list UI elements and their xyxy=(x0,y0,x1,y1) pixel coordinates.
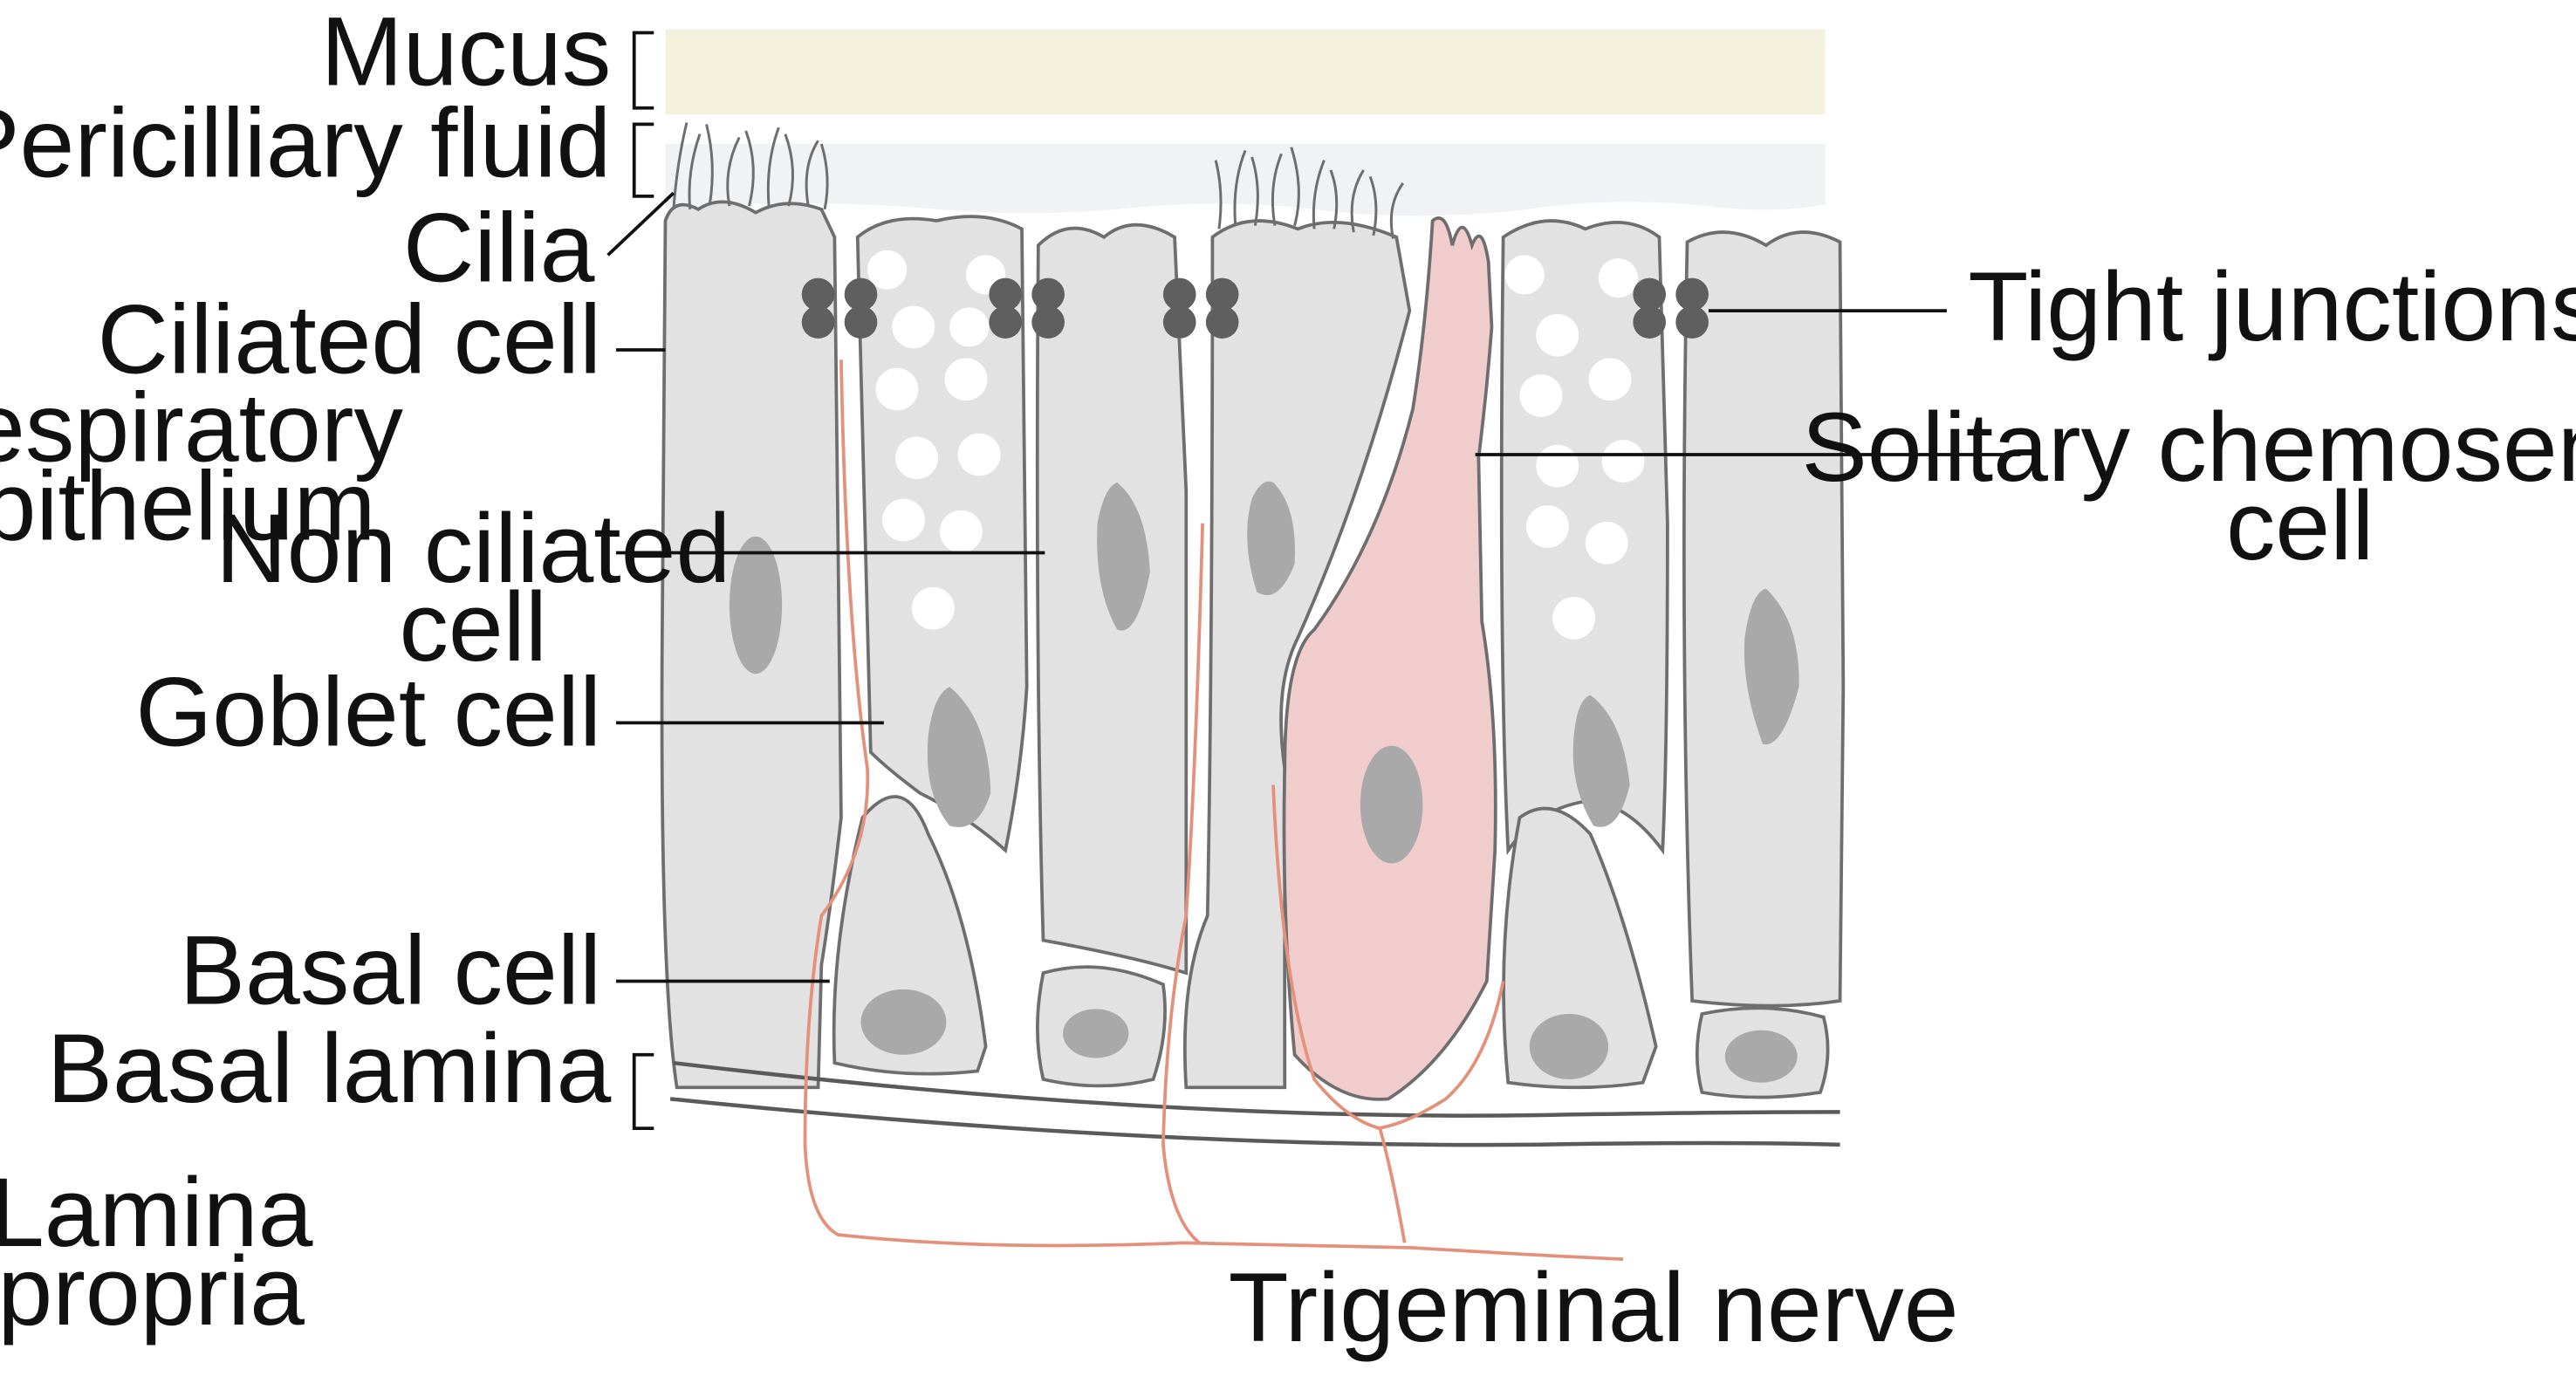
mucus-bracket xyxy=(632,31,654,110)
lamina-propria-label-line1: Lamina xyxy=(0,1157,313,1267)
mucus-label: Mucus xyxy=(321,0,612,106)
cilia xyxy=(672,122,1405,239)
ciliated-cell xyxy=(1182,219,1412,1090)
non-ciliated-cell-label-line2: cell xyxy=(399,572,546,681)
tight-junctions-label: Tight junctions xyxy=(1968,251,2576,361)
nucleus xyxy=(1572,695,1630,827)
tight-junction xyxy=(1633,277,1709,339)
nucleus xyxy=(1724,1030,1798,1083)
cilia-label: Cilia xyxy=(403,193,595,303)
tight-junctions xyxy=(801,277,1709,339)
ciliated-cell-label: Ciliated cell xyxy=(98,284,602,394)
basal-lamina xyxy=(669,1060,1840,1147)
respiratory-epithelium-label-line1: Respiratory xyxy=(0,373,404,483)
trigeminal-nerve-label: Trigeminal nerve xyxy=(1229,1252,1959,1362)
basal-cell xyxy=(1502,806,1658,1090)
leader-lines xyxy=(606,31,2021,1131)
mucus-granules xyxy=(867,250,1645,640)
tight-junction xyxy=(801,277,878,339)
solitary-chemosensory-cell-label-line2: cell xyxy=(2226,470,2374,580)
solitary-chemosensory-cell xyxy=(1282,216,1497,1101)
periciliary-fluid-bracket xyxy=(632,122,654,198)
nucleus xyxy=(1360,745,1423,864)
mucus-layer xyxy=(665,29,1826,115)
cilia-leader xyxy=(606,191,675,257)
nucleus xyxy=(1063,1009,1129,1058)
basal-lamina-bracket xyxy=(632,1052,654,1131)
nucleus xyxy=(1247,481,1295,596)
nucleus xyxy=(1744,588,1799,745)
nucleus xyxy=(860,989,947,1055)
nucleus xyxy=(1097,482,1150,631)
solitary-chemosensory-cell-label-line1: Solitary chemosensory xyxy=(1801,392,2576,502)
tight-junction xyxy=(989,277,1065,339)
basal-cell-label: Basal cell xyxy=(180,915,601,1025)
nucleus xyxy=(1529,1013,1609,1079)
periciliary-fluid-label: Pericilliary fluid xyxy=(0,88,611,198)
tight-junction xyxy=(1162,277,1239,339)
nucleus xyxy=(729,536,783,674)
lamina-propria-label-line2: propria xyxy=(0,1236,305,1345)
nucleus xyxy=(927,687,991,827)
trigeminal-nerve-fibers xyxy=(803,359,1624,1261)
respiratory-epithelium-label-line2: epithelium xyxy=(0,451,376,561)
periciliary-fluid-layer xyxy=(665,143,1826,216)
non-ciliated-cell-label-line1: Non ciliated xyxy=(216,493,730,603)
nuclei xyxy=(729,481,1799,1083)
basal-lamina-label: Basal lamina xyxy=(47,1013,612,1123)
epithelium-cells xyxy=(660,200,1846,1099)
goblet-cell-label: Goblet cell xyxy=(135,657,601,767)
